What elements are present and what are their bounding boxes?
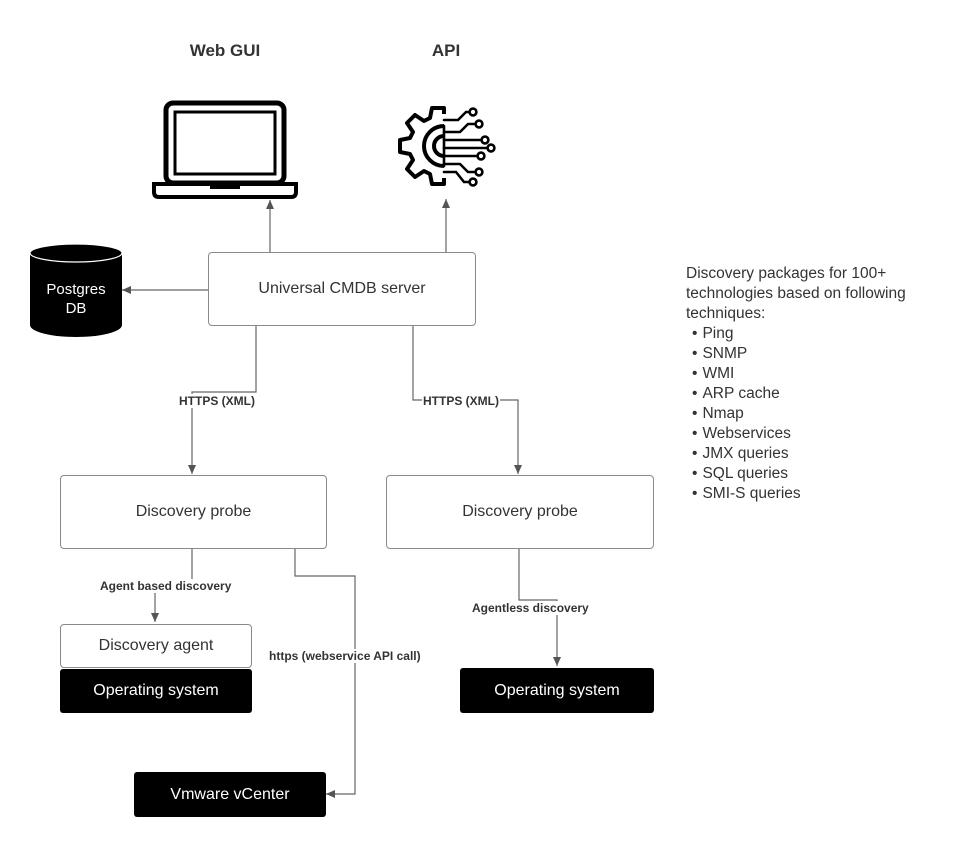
technique-item: Nmap: [692, 404, 956, 424]
label-https-left: HTTPS (XML): [178, 394, 256, 408]
technique-item: SMI-S queries: [692, 484, 956, 504]
api-gear-circuit-icon: [398, 106, 496, 187]
operating-system-left: Operating system: [60, 669, 252, 713]
database-icon: [29, 243, 123, 337]
discovery-techniques-note: Discovery packages for 100+ technologies…: [686, 264, 956, 504]
technique-item: JMX queries: [692, 444, 956, 464]
technique-item: SQL queries: [692, 464, 956, 484]
vmware-vcenter-node: Vmware vCenter: [134, 772, 326, 817]
label-agent-based: Agent based discovery: [99, 579, 233, 593]
database-label-line2: DB: [65, 300, 87, 317]
heading-web-gui: Web GUI: [189, 41, 261, 60]
database-label-line1: Postgres: [46, 281, 106, 298]
label-https-right: HTTPS (XML): [422, 394, 500, 408]
cmdb-server-node: Universal CMDB server: [208, 252, 476, 326]
techniques-list: Ping SNMP WMI ARP cache Nmap Webservices…: [686, 324, 956, 504]
technique-item: WMI: [692, 364, 956, 384]
discovery-probe-right: Discovery probe: [386, 475, 654, 549]
operating-system-right: Operating system: [460, 668, 654, 713]
line-probe-to-vcenter: [294, 549, 356, 798]
database-label: Postgres DB: [30, 280, 122, 318]
laptop-icon: [152, 100, 298, 199]
technique-item: Webservices: [692, 424, 956, 444]
discovery-agent-node: Discovery agent: [60, 624, 252, 668]
technique-item: ARP cache: [692, 384, 956, 404]
label-agentless: Agentless discovery: [471, 601, 590, 615]
line-server-to-probe-left: [188, 326, 257, 474]
heading-api: API: [431, 41, 461, 60]
technique-item: SNMP: [692, 344, 956, 364]
technique-item: Ping: [692, 324, 956, 344]
discovery-probe-left: Discovery probe: [60, 475, 327, 549]
line-probe-to-os-right: [518, 549, 561, 666]
techniques-intro: Discovery packages for 100+ technologies…: [686, 265, 906, 322]
label-webservice: https (webservice API call): [268, 649, 422, 663]
